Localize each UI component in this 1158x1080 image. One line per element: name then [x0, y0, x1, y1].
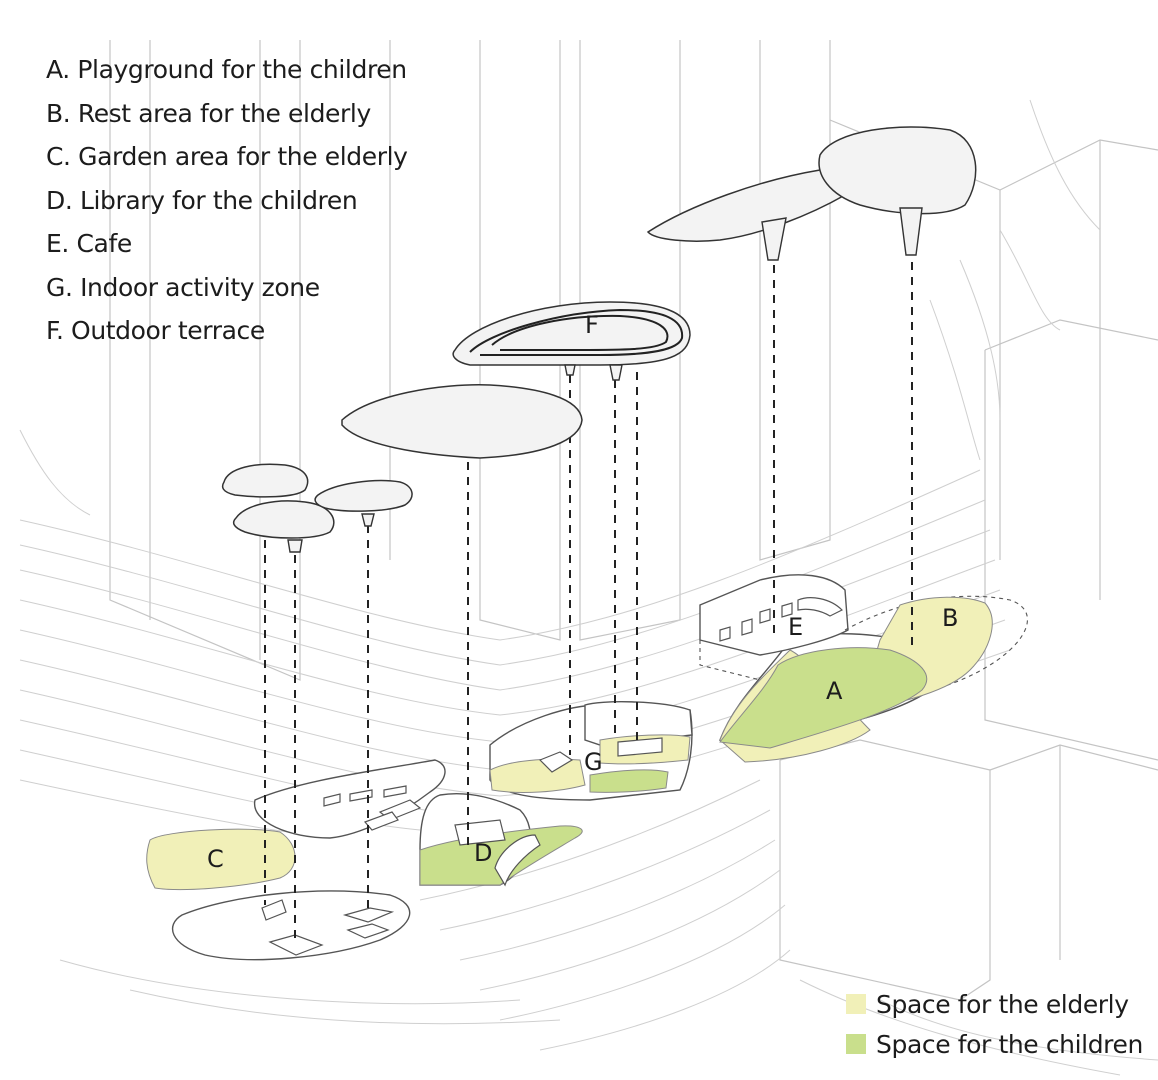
zone-label-d: D — [474, 839, 492, 867]
legend-item-d: D. Library for the children — [46, 185, 358, 215]
zone-a-children — [719, 647, 928, 749]
legend-item-f: F. Outdoor terrace — [46, 316, 265, 345]
legend-item-c: C. Garden area for the elderly — [46, 142, 408, 171]
canopy-small-lower — [232, 500, 335, 539]
canopy-small-upper — [221, 463, 309, 498]
canopy-small-right — [314, 479, 413, 512]
children-swatch — [846, 1034, 866, 1054]
space-legend-elderly: Space for the elderly — [846, 984, 1143, 1024]
zone-label-a: A — [826, 677, 843, 705]
program-legend: A. Playground for the children B. Rest a… — [46, 52, 408, 357]
elderly-swatch — [846, 994, 866, 1014]
zone-g-children — [589, 769, 669, 793]
zone-c-fill — [146, 828, 296, 891]
legend-item-e: E. Cafe — [46, 229, 132, 258]
legend-item-a: A. Playground for the children — [46, 55, 407, 84]
canopy-mid — [341, 384, 583, 459]
zone-label-c: C — [207, 845, 224, 873]
zone-label-f: F — [585, 311, 599, 339]
canopy-stems — [287, 207, 923, 553]
zone-fills — [146, 596, 993, 891]
elderly-label: Space for the elderly — [876, 989, 1129, 1019]
pavilion-west-lower — [171, 890, 411, 961]
canopy-large-right — [818, 126, 977, 215]
space-legend-children: Space for the children — [846, 1024, 1143, 1064]
children-label: Space for the children — [876, 1029, 1143, 1059]
zone-label-b: B — [942, 604, 958, 632]
zone-g-elderly-1 — [489, 758, 586, 793]
space-legend: Space for the elderly Space for the chil… — [846, 984, 1143, 1064]
canopy-f-rings — [469, 308, 684, 356]
canopy-large-left — [646, 169, 847, 242]
zone-label-e: E — [788, 613, 803, 641]
legend-item-b: B. Rest area for the elderly — [46, 98, 371, 128]
legend-item-g: G. Indoor activity zone — [46, 272, 320, 302]
zone-label-g: G — [584, 748, 603, 776]
